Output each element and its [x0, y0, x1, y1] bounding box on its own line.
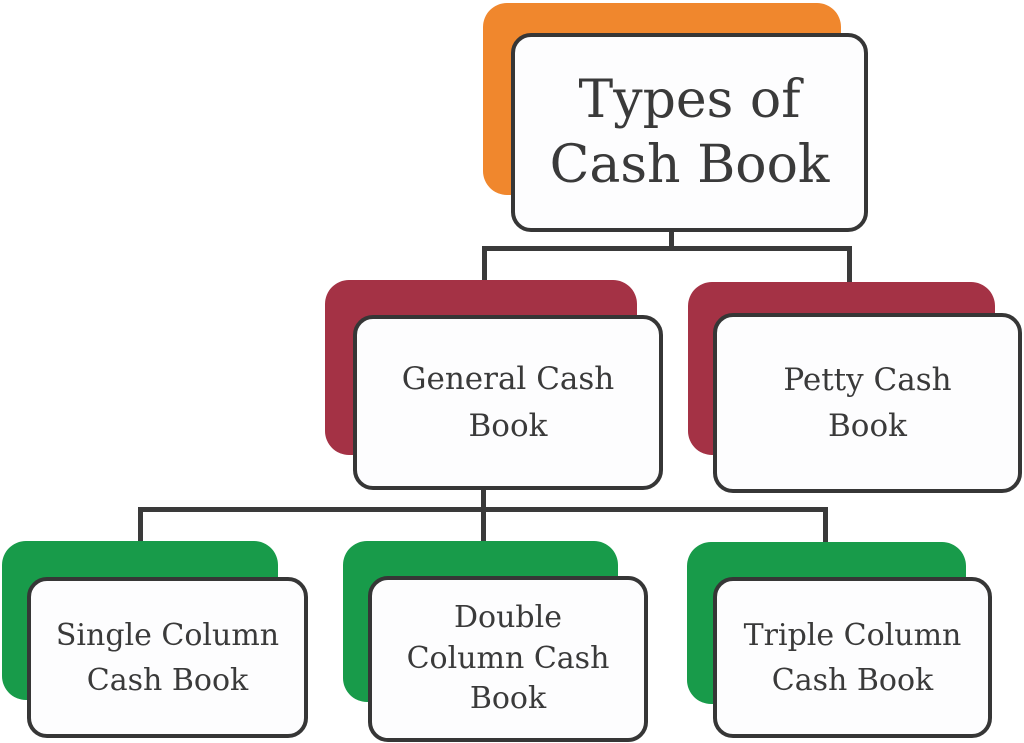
node-label: Double Column Cash Book — [406, 600, 610, 717]
connector-level2-drop-left — [482, 246, 487, 286]
node-label: Types of Cash Book — [549, 69, 830, 195]
node-card: Double Column Cash Book — [368, 576, 648, 742]
node-card: General Cash Book — [353, 315, 663, 490]
node-general-cash-book: General Cash Book — [325, 280, 664, 491]
node-label: Triple Column Cash Book — [743, 617, 962, 698]
node-label: Single Column Cash Book — [55, 617, 280, 698]
node-types-of-cash-book: Types of Cash Book — [483, 3, 869, 233]
node-double-column-cash-book: Double Column Cash Book — [343, 541, 649, 743]
connector-level3-drop-right — [823, 507, 828, 547]
node-label: Petty Cash Book — [783, 361, 952, 445]
node-triple-column-cash-book: Triple Column Cash Book — [687, 542, 993, 739]
node-card: Petty Cash Book — [713, 313, 1022, 493]
node-label: General Cash Book — [401, 361, 615, 444]
connector-level3-bar — [138, 507, 828, 512]
node-card: Types of Cash Book — [511, 33, 868, 232]
connector-level3-drop-left — [138, 507, 143, 545]
connector-level2-bar — [482, 246, 852, 251]
connector-level2-drop-right — [847, 246, 852, 288]
node-single-column-cash-book: Single Column Cash Book — [2, 541, 309, 739]
connector-root-stem — [669, 228, 674, 251]
node-petty-cash-book: Petty Cash Book — [688, 282, 1023, 494]
node-card: Single Column Cash Book — [27, 577, 308, 738]
node-card: Triple Column Cash Book — [713, 577, 992, 738]
connector-general-stem-and-center-drop — [481, 488, 486, 546]
